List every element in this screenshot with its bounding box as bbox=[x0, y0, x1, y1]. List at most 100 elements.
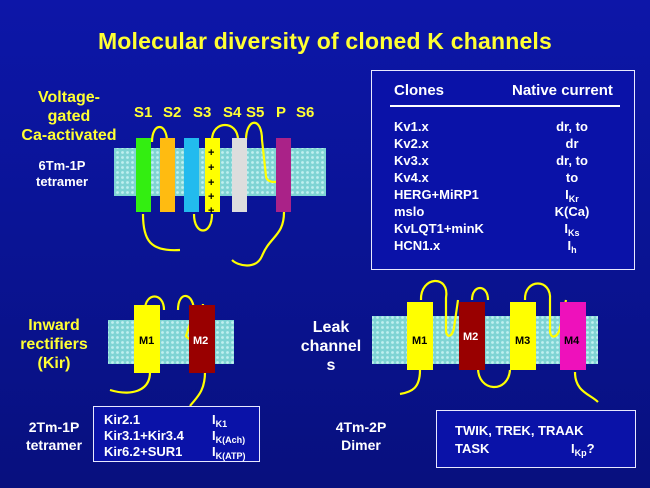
kir-clone-name: Kir6.2+SUR1 bbox=[104, 444, 183, 459]
voltage-gated-label: Voltage- gated Ca-activated bbox=[14, 88, 124, 145]
clone-name: Kv2.x bbox=[394, 136, 429, 151]
current-symbol: to bbox=[565, 170, 579, 185]
label-line: channel bbox=[300, 338, 362, 355]
segment-label-s5: S5 bbox=[246, 104, 265, 121]
m2-label-leak: M2 bbox=[463, 331, 478, 343]
current-subscript: h bbox=[571, 245, 577, 255]
native-current: IKs bbox=[522, 221, 622, 238]
label-line: 4Tm-2P bbox=[335, 419, 387, 435]
current-symbol: K(Ca) bbox=[554, 204, 590, 219]
header-native-current: Native current bbox=[512, 82, 613, 99]
segment-s6-helix bbox=[276, 138, 291, 212]
topology-6tm-label: 6Tm-1P tetramer bbox=[22, 158, 102, 190]
plus-sign: + bbox=[208, 162, 214, 174]
topology-2tm-label: 2Tm-1P tetramer bbox=[16, 418, 92, 454]
current-symbol: I bbox=[212, 412, 216, 427]
label-line: Leak bbox=[312, 319, 350, 336]
leak-label: Leak channel s bbox=[298, 318, 364, 375]
m1-label-kir: M1 bbox=[139, 335, 154, 347]
label-line: (Kir) bbox=[37, 355, 71, 372]
segment-label-s2: S2 bbox=[163, 104, 182, 121]
current-symbol: dr, to bbox=[556, 119, 588, 134]
segment-s1-helix bbox=[136, 138, 151, 212]
plus-sign: + bbox=[208, 191, 214, 203]
current-symbol: dr, to bbox=[556, 153, 588, 168]
leak-line2-right: IKp? bbox=[571, 441, 595, 458]
segment-label-p: P bbox=[276, 104, 287, 121]
plus-sign: + bbox=[208, 205, 214, 217]
label-line: rectifiers bbox=[20, 336, 88, 353]
current-symbol: I bbox=[567, 238, 572, 253]
m4-label-leak: M4 bbox=[564, 335, 580, 347]
native-current: dr, to bbox=[522, 119, 622, 136]
topology-4tm-label: 4Tm-2P Dimer bbox=[316, 418, 406, 454]
leak-table: TWIK, TREK, TRAAK TASK IKp? bbox=[436, 410, 636, 468]
label-line: Dimer bbox=[341, 437, 381, 453]
label-line: Voltage- bbox=[38, 89, 100, 106]
current-symbol: I bbox=[212, 428, 216, 443]
label-line: Inward bbox=[28, 317, 80, 334]
segment-m4-helix-leak bbox=[560, 302, 586, 370]
segment-label-s1: S1 bbox=[134, 104, 153, 121]
segment-s4-helix bbox=[205, 138, 220, 212]
clones-table: Clones Native current Kv1.x dr, to Kv2.x dr… bbox=[371, 70, 635, 270]
slide-title: Molecular diversity of cloned K channels bbox=[97, 28, 553, 54]
current-subscript: K(Ach) bbox=[215, 435, 246, 445]
m1-label-leak: M1 bbox=[412, 335, 427, 347]
native-current: IKr bbox=[522, 187, 622, 204]
m2-label-kir: M2 bbox=[193, 335, 208, 347]
current-symbol: I bbox=[571, 441, 575, 456]
header-clones: Clones bbox=[394, 82, 445, 99]
clone-name: Kv1.x bbox=[394, 119, 429, 134]
kir-current: IK(Ach) bbox=[212, 428, 245, 445]
label-line: 6Tm-1P bbox=[38, 158, 86, 173]
current-tail: ? bbox=[586, 441, 595, 456]
native-current: to bbox=[522, 170, 622, 187]
label-line: tetramer bbox=[25, 437, 83, 453]
native-current: Ih bbox=[522, 238, 622, 255]
current-subscript: Ks bbox=[568, 228, 580, 238]
plus-sign: + bbox=[208, 147, 214, 159]
current-symbol: I bbox=[564, 221, 569, 236]
m3-label-leak: M3 bbox=[515, 335, 530, 347]
native-current: dr, to bbox=[522, 153, 622, 170]
segment-s5-helix bbox=[232, 138, 247, 212]
segment-s2-helix bbox=[160, 138, 175, 212]
clone-name: Kv4.x bbox=[394, 170, 429, 185]
segment-m1-helix-kir bbox=[134, 305, 160, 373]
clone-name: Kv3.x bbox=[394, 153, 429, 168]
kir-current: IK1 bbox=[212, 412, 227, 429]
clone-name: KvLQT1+minK bbox=[394, 221, 484, 236]
label-line: tetramer bbox=[35, 174, 89, 189]
s4-charges: + + + + + bbox=[208, 147, 214, 217]
membrane-kir bbox=[108, 320, 234, 364]
m-labels: M1 M2 M1 M2 M3 M4 bbox=[139, 331, 580, 347]
current-symbol: dr bbox=[565, 136, 579, 151]
kir-current: IK(ATP) bbox=[212, 444, 245, 461]
segment-label-s3: S3 bbox=[193, 104, 212, 121]
segment-m3-helix-leak bbox=[510, 302, 536, 370]
current-subscript: K(ATP) bbox=[215, 451, 246, 461]
plus-sign: + bbox=[208, 177, 214, 189]
current-subscript: Kr bbox=[568, 194, 579, 204]
clone-name: HCN1.x bbox=[394, 238, 441, 253]
label-line: 2Tm-1P bbox=[28, 419, 80, 435]
clone-name: mslo bbox=[394, 204, 425, 219]
label-line: gated bbox=[47, 108, 91, 125]
segment-m1-helix-leak bbox=[407, 302, 433, 370]
native-current: dr bbox=[522, 136, 622, 153]
loops-leak bbox=[399, 279, 599, 403]
kir-clone-name: Kir3.1+Kir3.4 bbox=[104, 428, 184, 443]
segment-label-s4: S4 bbox=[223, 104, 242, 121]
segment-m2-helix-leak bbox=[459, 302, 485, 370]
kir-clone-name: Kir2.1 bbox=[104, 412, 141, 427]
label-line: Ca-activated bbox=[21, 127, 117, 144]
current-subscript: K1 bbox=[215, 419, 228, 429]
segment-s3-helix bbox=[184, 138, 199, 212]
segment-label-s6: S6 bbox=[296, 104, 315, 121]
label-line: s bbox=[326, 357, 336, 374]
kir-label: Inward rectifiers (Kir) bbox=[16, 316, 92, 373]
current-symbol: I bbox=[565, 187, 569, 202]
current-symbol: I bbox=[212, 444, 216, 459]
